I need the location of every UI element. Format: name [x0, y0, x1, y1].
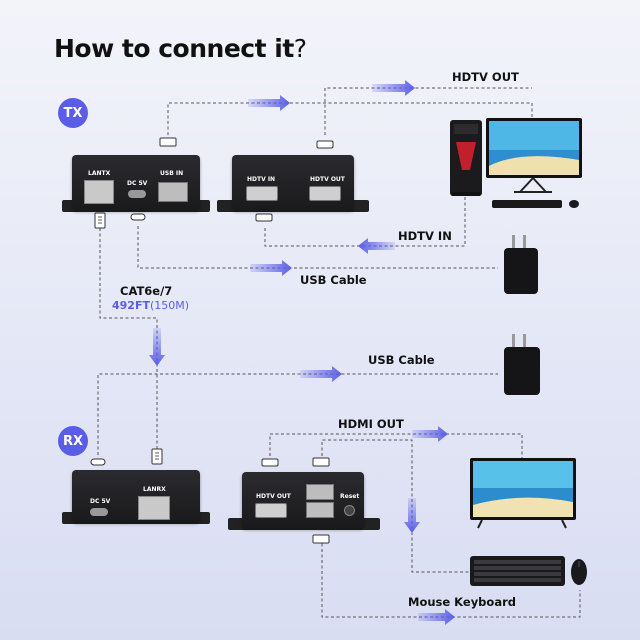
- hdmi-out-rx-port-icon: [255, 503, 287, 518]
- line-hdmi-out: [269, 433, 523, 458]
- label-hdtv-out: HDTV OUT: [452, 70, 519, 84]
- port-label-reset: Reset: [340, 493, 360, 500]
- arrow-usb-cable-tx: [250, 260, 292, 276]
- label-mouse-keyboard: Mouse Keyboard: [408, 595, 516, 609]
- usb-a-port-icon: [158, 182, 188, 202]
- pc-tower-icon: [450, 120, 482, 196]
- hdmi-plug-tx-out: [316, 140, 334, 149]
- label-hdmi-out: HDMI OUT: [338, 417, 404, 431]
- keyboard-mouse-tx-icon: [492, 200, 579, 208]
- port-label-lantx: LANTX: [88, 170, 111, 177]
- rj45-plug-tx: [94, 212, 106, 229]
- line-usb-cable-tx: [137, 226, 498, 269]
- title-mark: ?: [293, 34, 307, 63]
- usb-c-plug-rx: [90, 458, 106, 466]
- page-title: How to connect it?: [54, 34, 307, 63]
- hdmi-plug-rx-out: [261, 458, 279, 467]
- arrow-keyboard-down: [404, 498, 420, 533]
- arrow-mouse-keyboard: [418, 609, 455, 625]
- hdmi-out-port-icon: [309, 186, 341, 201]
- line-hdtv-out: [324, 87, 532, 135]
- line-cat-cable: [99, 228, 158, 455]
- port-label-lanrx: LANRX: [143, 486, 166, 493]
- usb-a-plug-tx: [159, 137, 177, 147]
- line-usb-cable-rx: [97, 373, 498, 455]
- usb-c-port-icon: [128, 190, 146, 198]
- power-adapter-rx-icon: [504, 334, 540, 395]
- label-cable-type: CAT6e/7: [120, 284, 173, 298]
- usb-a-plug-rx-top: [312, 457, 330, 467]
- arrow-cat-down: [149, 328, 165, 366]
- arrow-usb-tx: [248, 95, 290, 111]
- tx-badge: TX: [58, 98, 88, 128]
- rj45-port-icon: [84, 180, 114, 204]
- port-label-dc5v-tx: DC 5V: [127, 180, 148, 187]
- port-label-hdtv-out-tx: HDTV OUT: [310, 176, 345, 183]
- title-text: How to connect it: [54, 34, 294, 63]
- distance-sub: (150M): [149, 299, 190, 312]
- usb-a-port-rx-bottom-icon: [306, 502, 334, 518]
- label-hdtv-in: HDTV IN: [398, 229, 452, 243]
- hdmi-plug-tx-in: [255, 213, 273, 222]
- reset-button-icon: [344, 505, 355, 516]
- usb-a-port-rx-top-icon: [306, 484, 334, 500]
- power-adapter-tx-icon: [504, 235, 538, 294]
- distance-value: 492FT: [112, 299, 150, 312]
- line-usb-to-pc: [167, 102, 533, 135]
- port-label-dc5v-rx: DC 5V: [90, 498, 111, 505]
- hdmi-in-port-icon: [246, 186, 278, 201]
- line-mouse-keyboard: [321, 538, 581, 618]
- label-usb-cable-rx: USB Cable: [368, 353, 435, 367]
- arrow-hdtv-in: [358, 238, 395, 254]
- port-label-hdtv-out-rx: HDTV OUT: [256, 493, 291, 500]
- arrow-hdmi-out: [412, 426, 448, 442]
- label-distance: 492FT(150M): [112, 299, 189, 312]
- monitor-icon: [486, 118, 582, 193]
- port-label-hdtv-in: HDTV IN: [247, 176, 276, 183]
- label-usb-cable-tx: USB Cable: [300, 273, 367, 287]
- rx-device-right: [242, 472, 364, 528]
- usb-c-plug-tx: [130, 213, 146, 221]
- keyboard-mouse-rx-icon: [470, 556, 587, 586]
- rj45-plug-rx: [151, 448, 163, 465]
- arrow-hdtv-out: [372, 80, 415, 96]
- line-usb-keyboard: [321, 439, 470, 573]
- usb-c-port-rx-icon: [90, 508, 108, 516]
- rj45-port-rx-icon: [138, 496, 170, 520]
- port-label-usb-in: USB IN: [160, 170, 184, 177]
- usb-a-plug-rx-bottom: [312, 534, 330, 544]
- tv-icon: [470, 458, 576, 529]
- rx-badge: RX: [58, 426, 88, 456]
- arrow-usb-cable-rx: [300, 366, 342, 382]
